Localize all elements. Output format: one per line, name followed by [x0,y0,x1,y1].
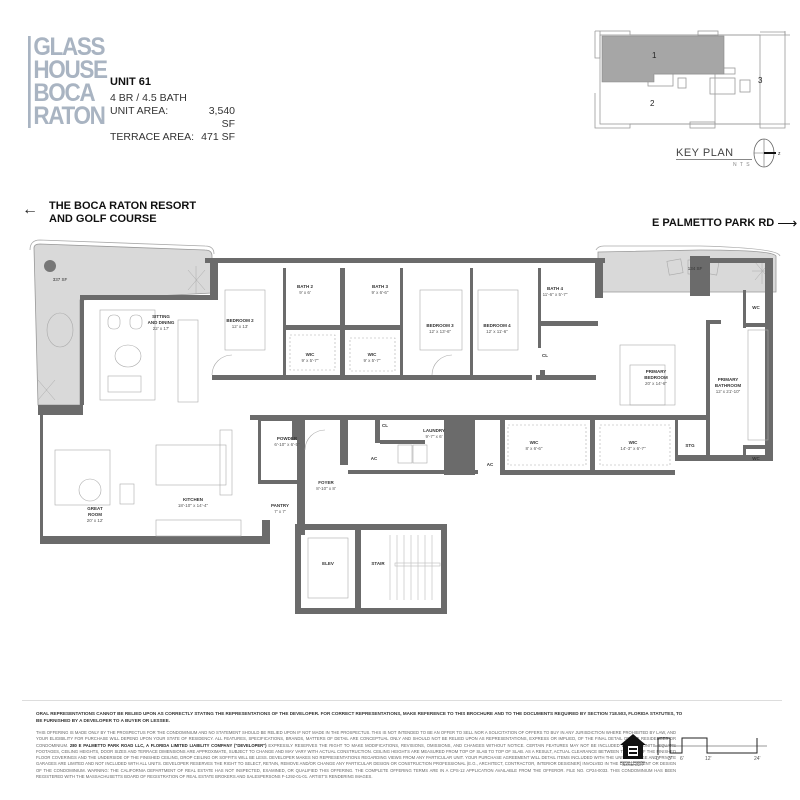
room-label-ac-2: AC [486,462,494,467]
floor-plan: 337 SF 134 SF [29,239,781,614]
unit-rooms: 4 BR / 4.5 BATH [110,92,187,104]
north-arrow-icon: z [753,138,781,168]
key-zone-2: 2 [650,99,655,108]
svg-text:z: z [778,151,781,157]
room-label-stair: STAIR [371,561,385,566]
room-label-wc-2: WC [752,456,760,461]
direction-left-label: THE BOCA RATON RESORT AND GOLF COURSE [49,200,196,226]
scale-bar [655,737,767,755]
scale-tick-0: 0' [656,756,660,762]
right-arrow-icon: ⟶ [777,215,798,231]
terrace-west-area: 337 SF [53,277,68,282]
room-label-ac-1: AC [370,456,378,461]
terrace-area-label: TERRACE AREA: [110,131,195,143]
svg-text:OPPORTUNITY: OPPORTUNITY [622,763,644,767]
key-plan-highlight-zone [601,35,725,83]
unit-area-value: 3,540 SF [208,105,235,130]
equal-housing-icon: EQUAL HOUSING OPPORTUNITY [620,734,647,767]
terrace-west [33,243,213,406]
key-plan-diagram: 1 2 3 [594,30,790,129]
brand-logo: GLASS HOUSE BOCA RATON [28,33,108,130]
left-arrow-icon: ← [22,201,38,218]
unit-title: UNIT 61 [110,76,151,88]
logo-line: RATON [33,102,106,130]
key-zone-1: 1 [652,51,657,60]
direction-left-line1: THE BOCA RATON RESORT [49,200,197,212]
key-plan-label: KEY PLAN [676,147,734,159]
terrace-east [597,249,777,293]
scale-tick-24: 24' [754,756,761,762]
logo-line: BOCA [33,79,95,107]
direction-right-label: E PALMETTO PARK RD ⟶ [652,215,798,231]
key-plan-underline [676,159,752,160]
terrace-east-area: 134 SF [688,266,703,271]
scale-tick-6: 6' [680,756,684,762]
disclaimer-body: THIS OFFERING IS MADE ONLY BY THE PROSPE… [36,730,677,780]
key-plan-scale-note: N T S [733,162,751,168]
key-zone-3: 3 [758,76,763,85]
footer-divider [22,700,782,701]
svg-text:EQUAL HOUSING: EQUAL HOUSING [621,760,647,764]
room-label-elev: ELEV [322,561,334,566]
direction-right-text: E PALMETTO PARK RD [652,217,775,229]
scale-tick-12: 12' [705,756,712,762]
room-label-cl-1: CL [542,353,548,358]
logo-line: GLASS [33,33,105,61]
room-label-stg: STG [685,443,695,448]
terrace-area-row: TERRACE AREA: 471 SF [110,131,235,144]
direction-left-line2: AND GOLF COURSE [49,213,157,225]
logo-line: HOUSE [33,56,108,84]
unit-area-label: UNIT AREA: [110,105,169,117]
room-label-cl-2: CL [382,423,388,428]
unit-info: UNIT 61 4 BR / 4.5 BATH UNIT AREA: 3,540… [110,76,235,144]
disclaimer-bold: ORAL REPRESENTATIONS CANNOT BE RELIED UP… [36,711,683,723]
developer-name: 280 E PALMETTO PARK ROAD LLC, A FLORIDA … [69,742,267,748]
terrace-area-value: 471 SF [201,131,235,143]
unit-area-row: UNIT AREA: 3,540 SF [110,105,235,131]
room-label-wc-1: WC [752,305,760,310]
scale-tick-3: 3' [668,756,672,762]
